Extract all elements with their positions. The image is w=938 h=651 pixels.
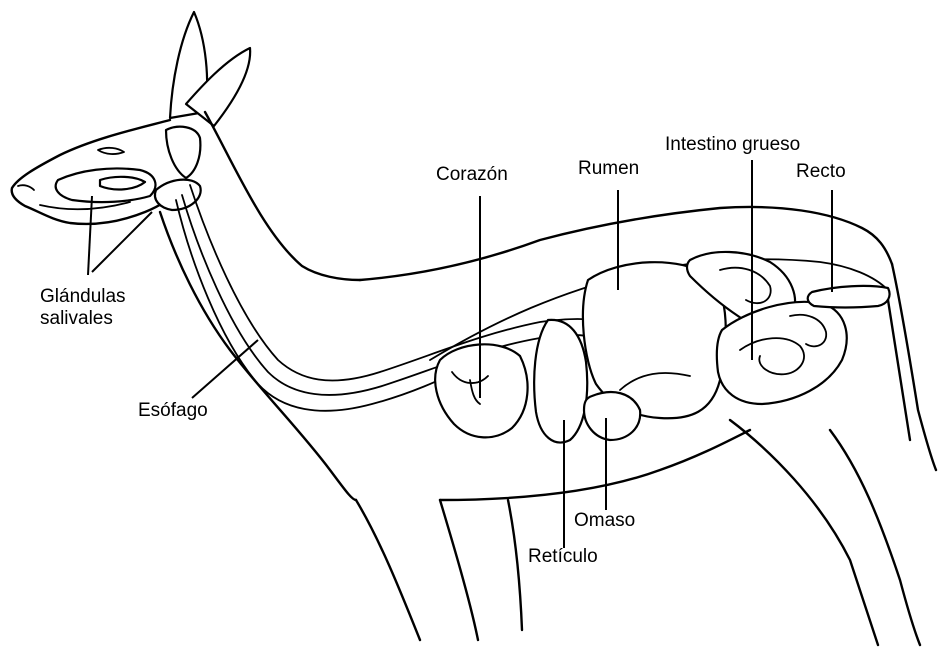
leader-glandulas-2: [92, 212, 152, 272]
label-rumen: Rumen: [578, 158, 639, 180]
intestine-lower: [717, 302, 847, 404]
mouth-line: [40, 202, 130, 209]
foreleg-back: [440, 500, 478, 640]
belly: [440, 430, 750, 500]
foreleg-front: [356, 500, 420, 640]
omasum: [584, 392, 640, 440]
nostril: [18, 185, 34, 190]
label-glandulas-line2: salivales: [40, 308, 126, 330]
neck-top: [205, 112, 360, 280]
label-glandulas-salivales: Glándulas salivales: [40, 286, 126, 330]
throat-gland: [166, 127, 200, 178]
throat: [160, 212, 356, 500]
label-corazon: Corazón: [436, 164, 508, 186]
tail-inner: [888, 300, 910, 440]
rectum: [808, 286, 890, 308]
label-omaso: Omaso: [574, 510, 635, 532]
hindleg-front: [730, 420, 878, 645]
reticulum: [534, 320, 587, 443]
salivary-glands: [56, 127, 201, 210]
label-intestino-grueso: Intestino grueso: [665, 134, 800, 156]
label-glandulas-line1: Glándulas: [40, 286, 126, 308]
label-reticulo: Retículo: [528, 546, 598, 568]
leader-esofago: [192, 340, 258, 398]
eye: [98, 148, 124, 154]
label-esofago: Esófago: [138, 400, 208, 422]
leader-glandulas-1: [88, 196, 92, 275]
label-recto: Recto: [796, 161, 846, 183]
heart: [435, 344, 527, 437]
hindleg-back: [830, 430, 920, 645]
foreleg-inner: [508, 500, 522, 630]
